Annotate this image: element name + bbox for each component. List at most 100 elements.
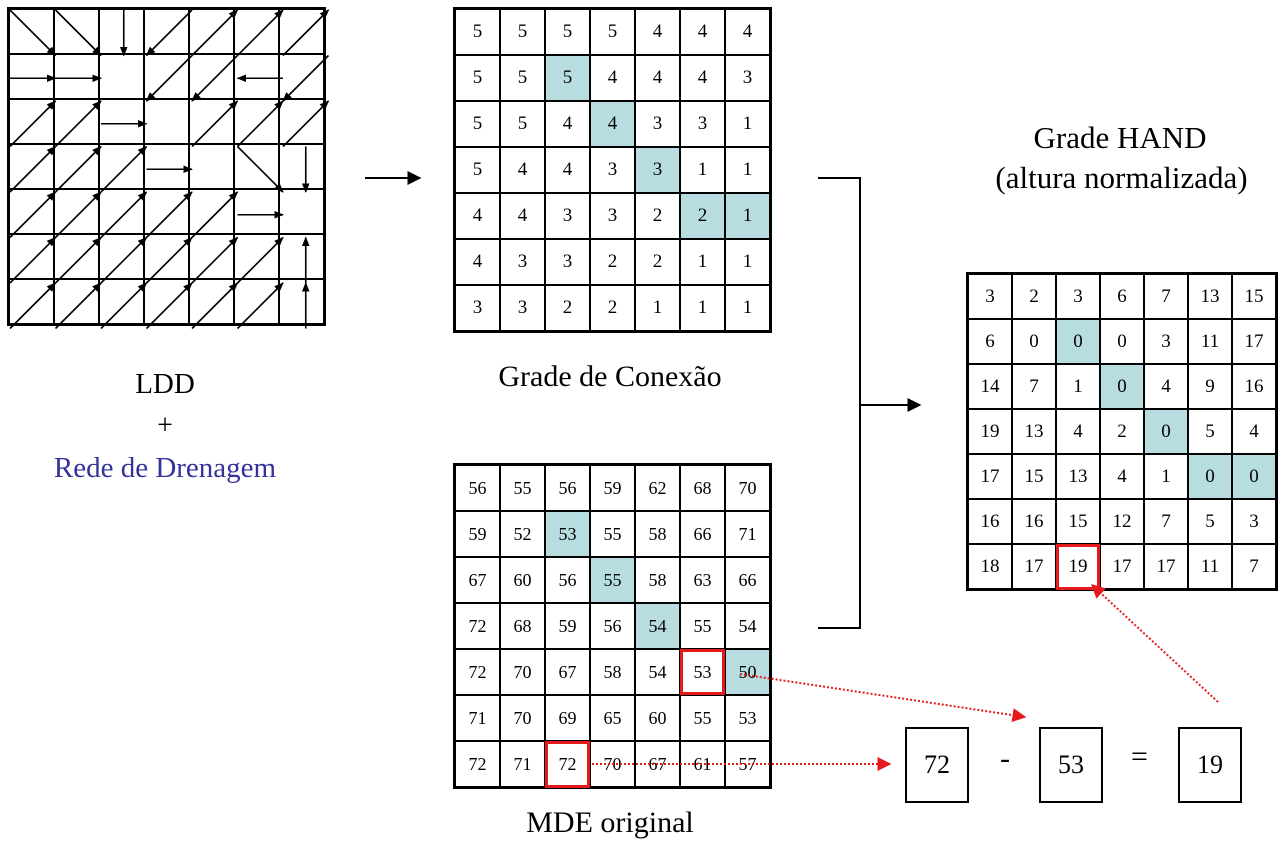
- ldd-cell: [233, 188, 280, 235]
- ldd-cell: [98, 188, 145, 235]
- grid-cell: 1: [724, 284, 772, 333]
- grid-cell: 17: [1231, 318, 1278, 365]
- grid-cell: 4: [634, 7, 681, 56]
- grid-cell: 7: [1011, 363, 1057, 410]
- grid-cell: 2: [589, 238, 636, 286]
- grid-cell: 4: [499, 192, 546, 240]
- grid-cell: 71: [453, 694, 501, 742]
- equals-operator: =: [1131, 740, 1148, 773]
- ldd-cell: [7, 233, 55, 280]
- grid-cell: 4: [544, 146, 591, 194]
- ldd-cell: [188, 7, 235, 55]
- grid-cell: 70: [499, 694, 546, 742]
- dotted-arrow-result-to-hand: [1090, 584, 1219, 703]
- grid-cell: 1: [1143, 453, 1189, 500]
- grid-cell: 67: [544, 648, 591, 696]
- grid-cell: 65: [589, 694, 636, 742]
- grid-cell: 15: [1231, 272, 1278, 320]
- grid-cell: 3: [1055, 272, 1101, 320]
- grid-cell: 4: [679, 7, 726, 56]
- grid-cell: 0: [1231, 453, 1278, 500]
- grid-cell: 55: [679, 694, 726, 742]
- ldd-cell: [278, 278, 326, 326]
- ldd-row: [7, 143, 326, 190]
- grid-cell: 55: [679, 602, 726, 650]
- grid-cell: 59: [544, 602, 591, 650]
- grid-cell: 2: [544, 284, 591, 333]
- grid-cell: 2: [634, 192, 681, 240]
- grid-cell: 4: [453, 192, 501, 240]
- grid-cell: 70: [589, 740, 636, 789]
- grid-cell: 0: [1011, 318, 1057, 365]
- ldd-cell: [188, 53, 235, 100]
- grid-cell: 4: [589, 100, 636, 148]
- ldd-cell: [143, 233, 190, 280]
- grid-cell: 3: [724, 54, 772, 102]
- grid-cell: 67: [453, 556, 501, 604]
- grid-cell: 4: [589, 54, 636, 102]
- grid-cell: 63: [679, 556, 726, 604]
- grid-cell: 0: [1099, 363, 1145, 410]
- grid-cell: 5: [453, 54, 501, 102]
- grid-cell: 12: [1099, 498, 1145, 545]
- ldd-row: [7, 53, 326, 100]
- ldd-cell: [188, 143, 235, 190]
- grid-cell: 13: [1187, 272, 1233, 320]
- grid-cell: 4: [1231, 408, 1278, 455]
- grid-cell: 4: [1143, 363, 1189, 410]
- grid-cell: 4: [1055, 408, 1101, 455]
- ldd-cell: [143, 278, 190, 326]
- grid-cell: 68: [499, 602, 546, 650]
- grid-cell: 67: [634, 740, 681, 789]
- ldd-cell: [188, 188, 235, 235]
- grid-cell: 3: [499, 284, 546, 333]
- grid-cell: 16: [966, 498, 1013, 545]
- grid-cell: 4: [1099, 453, 1145, 500]
- grid-cell: 17: [1011, 543, 1057, 591]
- ldd-cell: [7, 143, 55, 190]
- ldd-cell: [278, 233, 326, 280]
- ldd-cell: [7, 188, 55, 235]
- grid-cell: 3: [499, 238, 546, 286]
- grid-cell: 3: [634, 100, 681, 148]
- grid-cell: 4: [679, 54, 726, 102]
- grid-cell: 55: [589, 510, 636, 558]
- grid-cell: 7: [1231, 543, 1278, 591]
- grid-cell: 4: [499, 146, 546, 194]
- grid-cell: 71: [724, 510, 772, 558]
- hand-grid-title: Grade HAND: [1033, 120, 1207, 155]
- result-box: 19: [1178, 727, 1242, 803]
- grid-cell: 3: [544, 238, 591, 286]
- grid-cell: 3: [544, 192, 591, 240]
- connection-grid-title: Grade de Conexão: [498, 360, 722, 393]
- grid-cell: 0: [1055, 318, 1101, 365]
- grid-cell: 54: [724, 602, 772, 650]
- grid-cell: 18: [966, 543, 1013, 591]
- grid-cell: 1: [724, 100, 772, 148]
- ldd-cell: [98, 278, 145, 326]
- grid-cell: 54: [634, 602, 681, 650]
- grid-cell: 71: [499, 740, 546, 789]
- ldd-cell: [98, 143, 145, 190]
- grid-cell: 5: [453, 146, 501, 194]
- grid-cell: 6: [1099, 272, 1145, 320]
- grid-cell: 58: [589, 648, 636, 696]
- ldd-cell: [53, 188, 100, 235]
- ldd-cell: [53, 143, 100, 190]
- grid-cell: 1: [724, 238, 772, 286]
- grid-cell: 1: [1055, 363, 1101, 410]
- ldd-cell: [98, 53, 145, 100]
- bracket-connector: [818, 177, 861, 629]
- ldd-cell: [143, 188, 190, 235]
- ldd-cell: [278, 143, 326, 190]
- grid-cell: 17: [1099, 543, 1145, 591]
- grid-cell: 66: [679, 510, 726, 558]
